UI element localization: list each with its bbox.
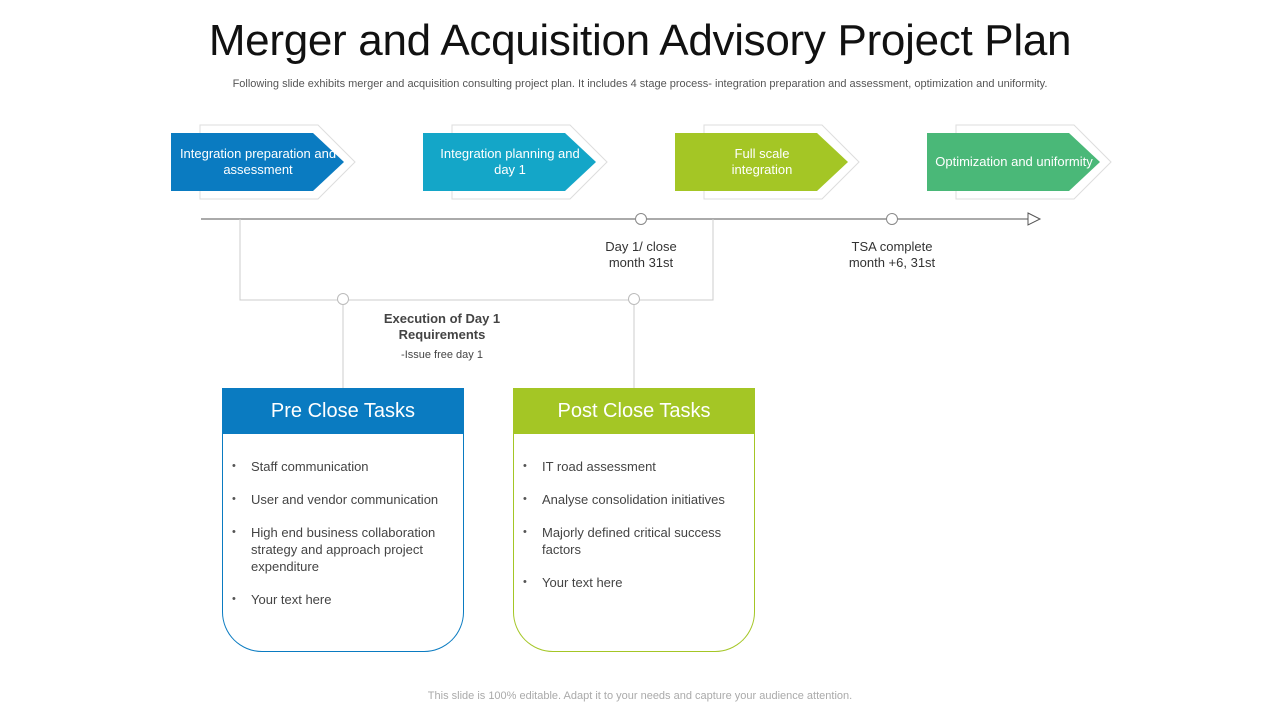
list-item: Majorly defined critical success factors bbox=[523, 524, 744, 558]
pre-close-node bbox=[337, 293, 349, 305]
stage-4-fill bbox=[927, 133, 1100, 191]
milestone-marker-tsa bbox=[886, 213, 898, 225]
stage-3-chevron[interactable] bbox=[675, 124, 860, 200]
milestone-day1-label: Day 1/ close month 31st bbox=[605, 239, 677, 270]
stage-1-label: Integration preparation and assessment bbox=[179, 146, 337, 177]
execution-bracket bbox=[239, 219, 714, 301]
timeline-arrowhead bbox=[1027, 212, 1042, 226]
post-close-title: Post Close Tasks bbox=[513, 388, 755, 434]
footer-note: This slide is 100% editable. Adapt it to… bbox=[427, 690, 853, 702]
stage-2-fill bbox=[423, 133, 596, 191]
stage-2-label: Integration planning and day 1 bbox=[440, 146, 580, 177]
list-item: IT road assessment bbox=[523, 458, 744, 475]
page-title: Merger and Acquisition Advisory Project … bbox=[208, 16, 1072, 65]
list-item: Staff communication bbox=[232, 458, 453, 475]
pre-close-list: Staff communication User and vendor comm… bbox=[223, 434, 463, 608]
stage-3-label: Full scale integration bbox=[731, 146, 793, 177]
stage-2-chevron[interactable] bbox=[423, 124, 608, 200]
stage-4-label: Optimization and uniformity bbox=[935, 154, 1093, 169]
stage-1-fill bbox=[171, 133, 344, 191]
stage-4-chevron[interactable] bbox=[927, 124, 1112, 200]
post-close-card: Post Close Tasks IT road assessment Anal… bbox=[513, 388, 755, 652]
page-subtitle: Following slide exhibits merger and acqu… bbox=[232, 78, 1048, 90]
pre-close-title: Pre Close Tasks bbox=[222, 388, 464, 434]
milestone-tsa-label: TSA complete month +6, 31st bbox=[848, 239, 936, 270]
execution-subtitle: -Issue free day 1 bbox=[401, 349, 483, 361]
post-close-node bbox=[628, 293, 640, 305]
execution-title: Execution of Day 1 Requirements bbox=[383, 311, 501, 342]
milestone-marker-day1 bbox=[635, 213, 647, 225]
list-item: Analyse consolidation initiatives bbox=[523, 491, 744, 508]
list-item: Your text here bbox=[232, 591, 453, 608]
stage-3-fill bbox=[675, 133, 848, 191]
stage-1-chevron[interactable] bbox=[171, 124, 356, 200]
list-item: Your text here bbox=[523, 574, 744, 591]
pre-close-card: Pre Close Tasks Staff communication User… bbox=[222, 388, 464, 652]
post-close-list: IT road assessment Analyse consolidation… bbox=[514, 434, 754, 591]
list-item: User and vendor communication bbox=[232, 491, 453, 508]
list-item: High end business collaboration strategy… bbox=[232, 524, 453, 575]
